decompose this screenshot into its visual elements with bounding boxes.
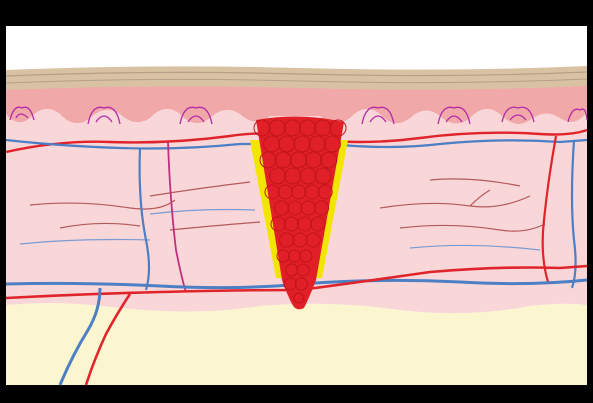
letterbox-bottom-bar — [0, 385, 593, 403]
skin-surface-layer — [6, 66, 587, 90]
letterbox-top-bar — [0, 0, 593, 26]
left-edge-bar — [0, 26, 6, 385]
subcutaneous-fat-layer — [6, 303, 587, 385]
right-edge-bar — [587, 26, 593, 385]
